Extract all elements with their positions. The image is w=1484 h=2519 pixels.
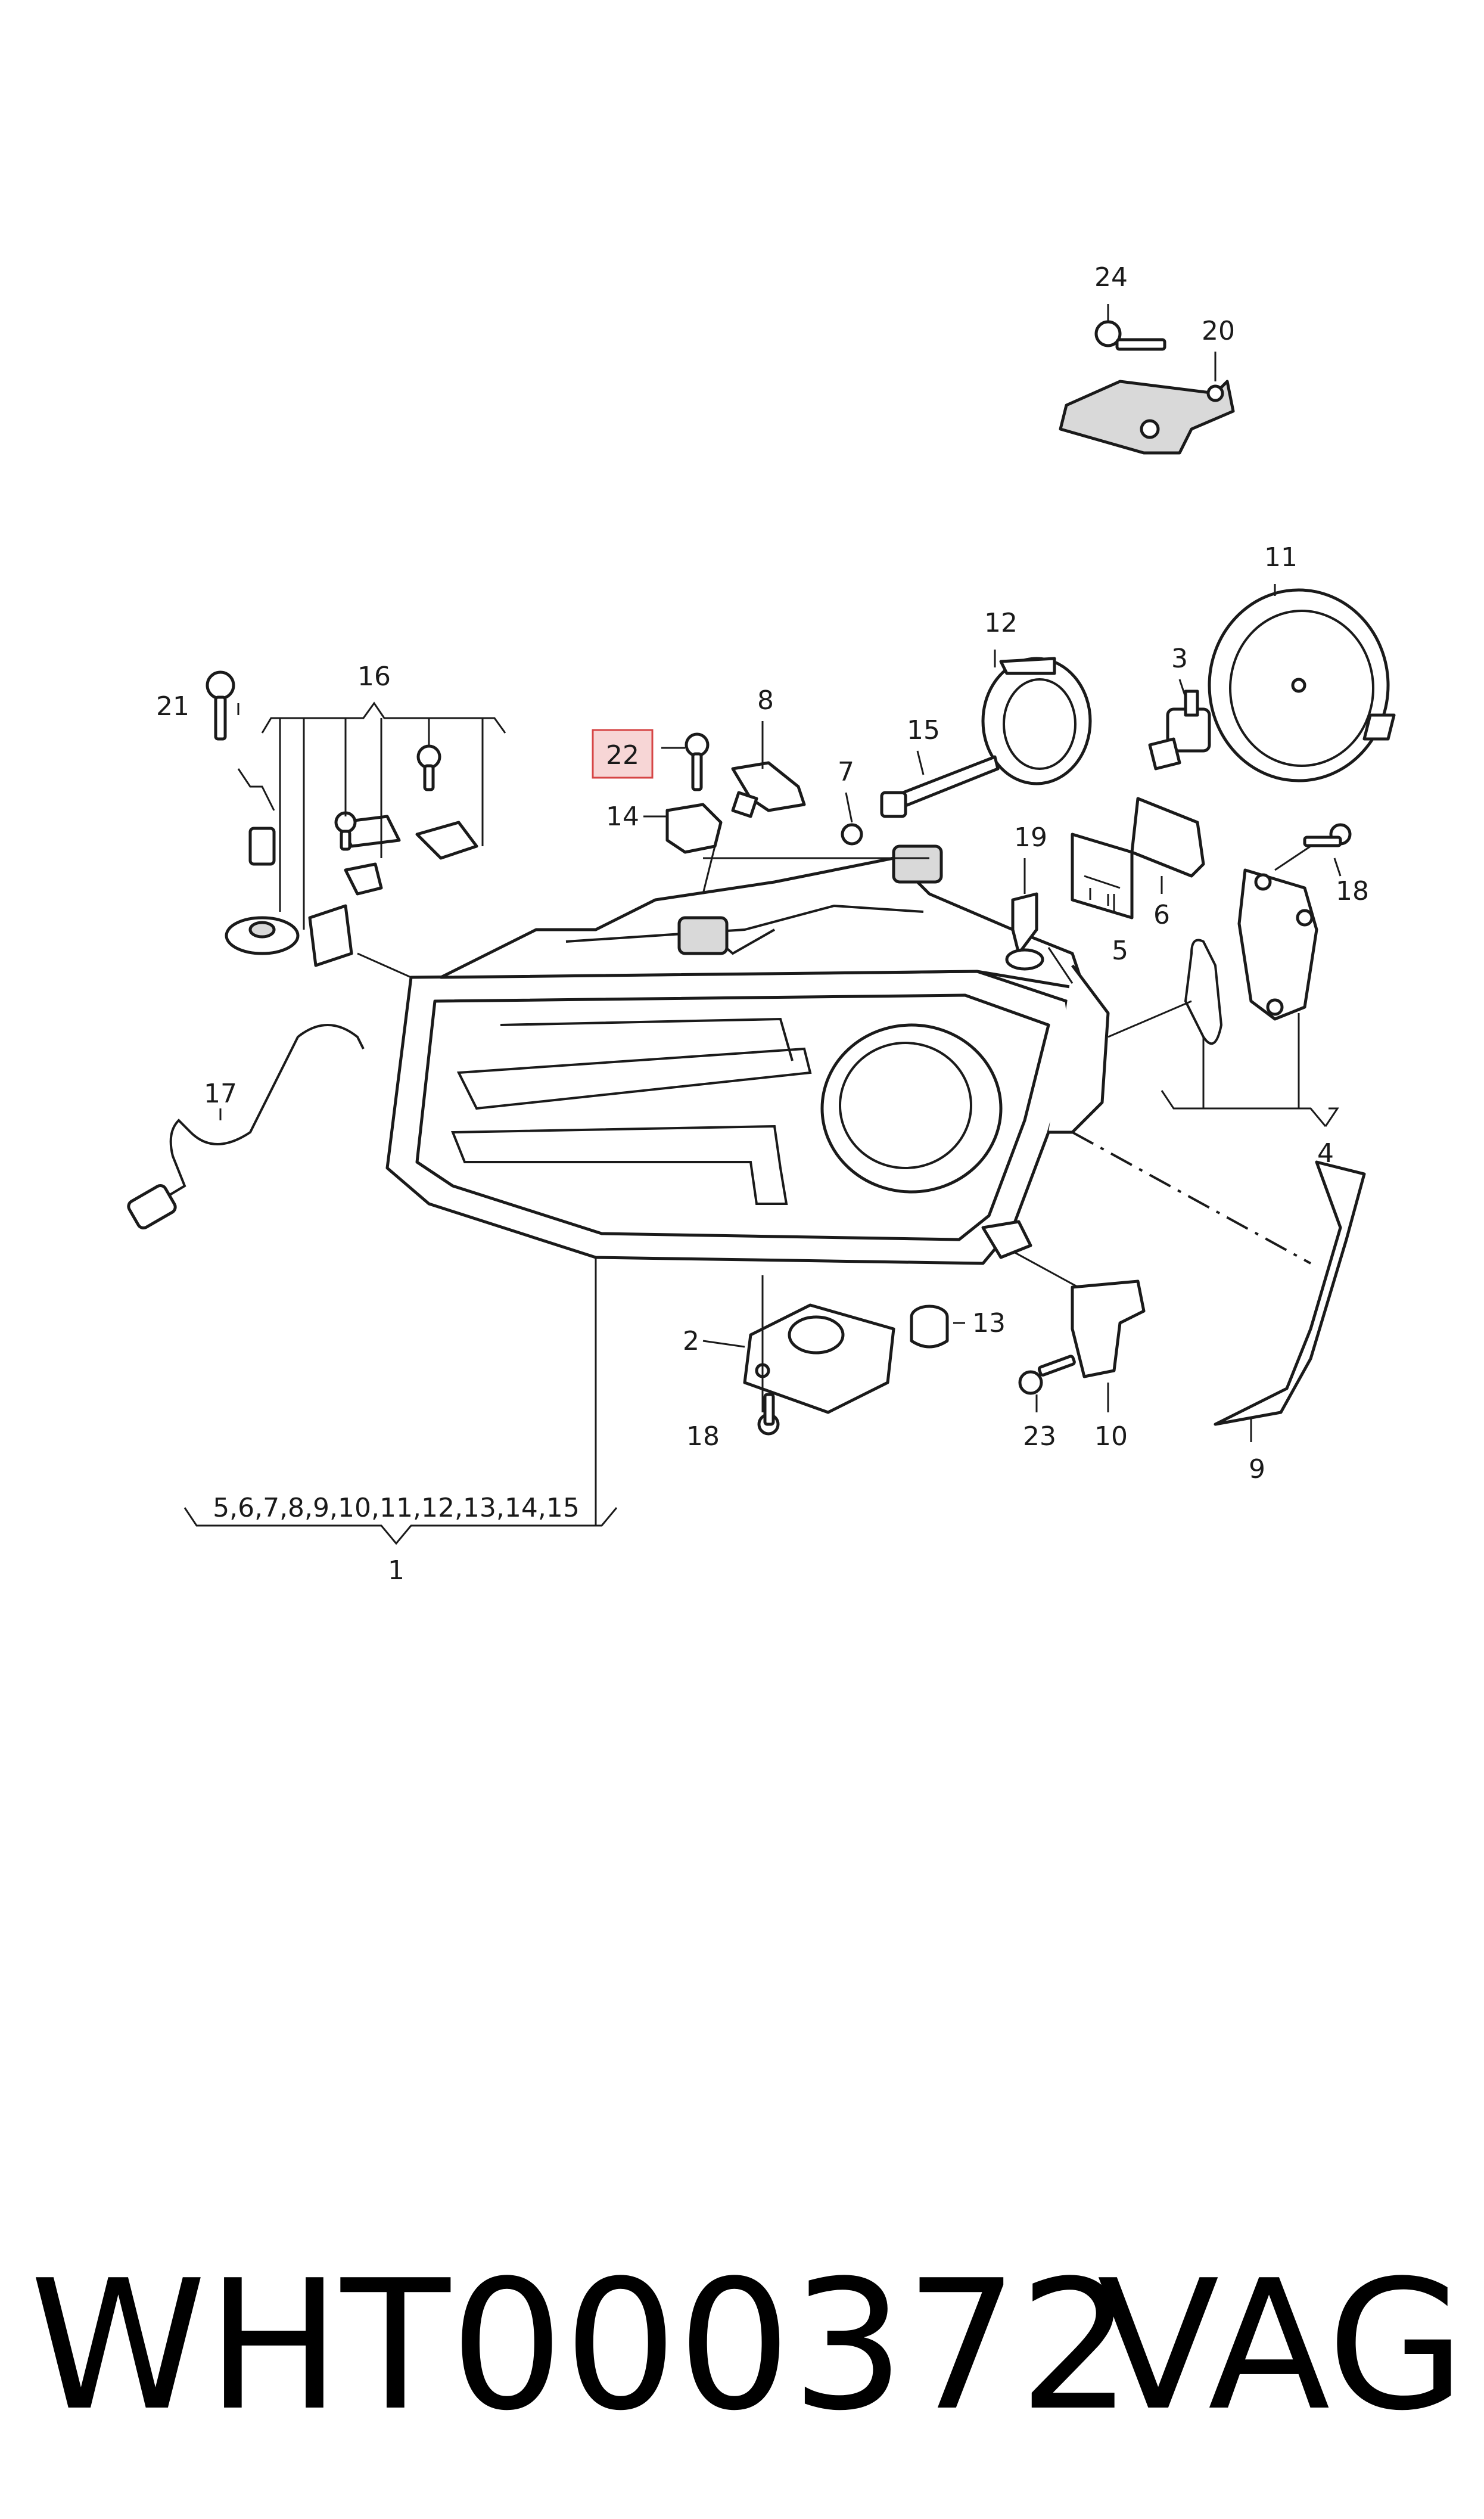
adjuster-base-16 xyxy=(225,827,353,967)
label-1-group: 5,6,7,8,9,10,11,12,13,14,15 xyxy=(213,1493,580,1523)
bracket-10 xyxy=(1071,1279,1146,1378)
label-6[interactable]: 6 xyxy=(1153,900,1170,930)
label-16[interactable]: 16 xyxy=(357,661,391,692)
part-number-labels: 24 20 11 12 3 16 21 8 15 7 14 19 6 5 18 … xyxy=(156,262,1369,1586)
label-19[interactable]: 19 xyxy=(1014,822,1047,853)
footer-brand: VAG xyxy=(1097,2242,1466,2450)
leader-lines xyxy=(183,304,1342,1545)
screw-22 xyxy=(685,732,710,791)
trim-9 xyxy=(1214,1160,1366,1426)
bulb-8 xyxy=(731,761,806,818)
label-20[interactable]: 20 xyxy=(1202,316,1235,346)
ring-12 xyxy=(981,657,1092,785)
highlight-box-22 xyxy=(592,729,654,779)
screw-18-top xyxy=(1303,823,1352,847)
ballast-2 xyxy=(743,1303,895,1414)
label-7[interactable]: 7 xyxy=(838,757,854,787)
label-5[interactable]: 5 xyxy=(1112,936,1128,966)
label-11[interactable]: 11 xyxy=(1264,542,1298,573)
bracket-20 xyxy=(1059,380,1235,455)
label-2[interactable]: 2 xyxy=(683,1326,699,1356)
label-23[interactable]: 23 xyxy=(1023,1421,1056,1452)
label-22[interactable]: 22 xyxy=(606,740,639,771)
label-18-top[interactable]: 18 xyxy=(1336,876,1369,906)
footer: WHT000372 VAG xyxy=(30,2242,1466,2450)
label-12[interactable]: 12 xyxy=(984,608,1018,638)
screw-21 xyxy=(206,670,235,741)
label-4[interactable]: 4 xyxy=(1317,1138,1334,1169)
label-9[interactable]: 9 xyxy=(1249,1454,1265,1484)
bulb-holder-3 xyxy=(1148,689,1211,771)
label-13[interactable]: 13 xyxy=(972,1308,1006,1338)
label-3[interactable]: 3 xyxy=(1171,644,1188,674)
label-14[interactable]: 14 xyxy=(606,802,639,832)
label-1[interactable]: 1 xyxy=(388,1555,405,1586)
label-17[interactable]: 17 xyxy=(204,1079,237,1109)
gasket-plate-4 xyxy=(1184,868,1318,1045)
label-24[interactable]: 24 xyxy=(1094,262,1128,293)
label-15[interactable]: 15 xyxy=(907,715,940,746)
clip-7 xyxy=(841,823,863,846)
screw-18-bottom xyxy=(757,1393,780,1436)
label-21[interactable]: 21 xyxy=(156,691,189,722)
screw-24 xyxy=(1094,320,1166,351)
label-18-bottom[interactable]: 18 xyxy=(686,1421,720,1452)
clips-16 xyxy=(334,744,478,896)
wire-17 xyxy=(127,1024,365,1229)
adjuster-15 xyxy=(880,755,1000,818)
grommet-13 xyxy=(910,1304,949,1349)
headlamp-housing xyxy=(385,844,1110,1265)
label-5 xyxy=(1071,833,1134,920)
clip-19 xyxy=(1005,892,1044,971)
footer-part-number: WHT000372 xyxy=(30,2242,1133,2450)
clip-14 xyxy=(665,803,723,854)
cap-11 xyxy=(1208,588,1396,782)
module-6 xyxy=(1130,797,1205,878)
label-10[interactable]: 10 xyxy=(1094,1421,1128,1452)
label-8[interactable]: 8 xyxy=(757,685,774,716)
screw-23 xyxy=(1018,1355,1076,1395)
